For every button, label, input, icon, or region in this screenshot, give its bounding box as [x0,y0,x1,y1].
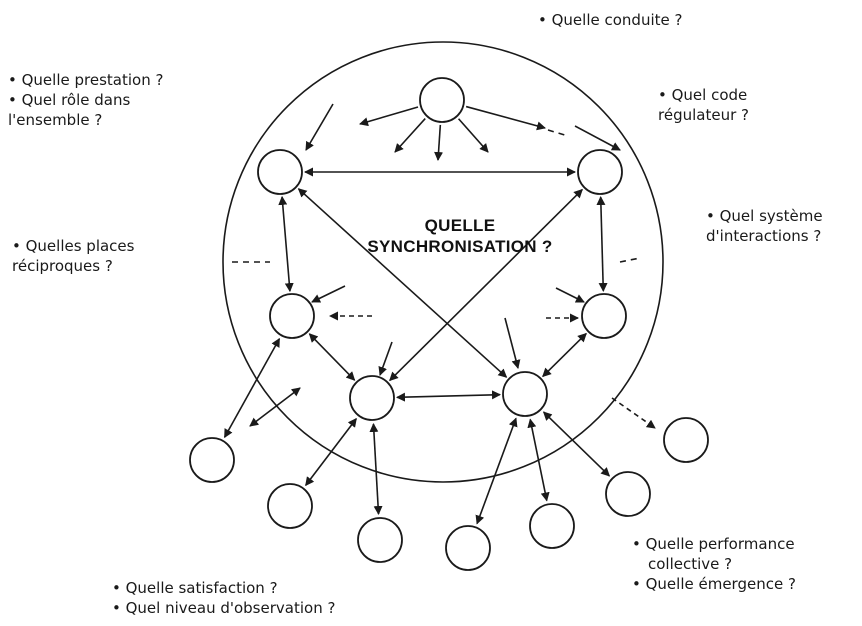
system-boundary-circle [222,41,664,483]
label-code-line-1: • Quel code [658,86,748,104]
label-places: • Quelles places réciproques ? [12,236,134,276]
node-o5 [529,503,575,549]
arrow-ll-o2 [305,417,357,487]
center-question-line-2: SYNCHRONISATION ? [367,237,553,256]
node-ll [349,375,395,421]
ray-boundary-ur [574,125,621,151]
member-nodes [189,77,709,571]
label-systeme: • Quel système d'interactions ? [706,206,823,246]
label-systeme-line-2: d'interactions ? [706,227,822,245]
label-code-line-2: régulateur ? [658,106,749,124]
ray-mr-in [555,287,585,303]
arrow-o7-in [611,397,656,429]
label-performance-line-3: • Quelle émergence ? [632,575,796,593]
label-performance-line-2: collective ? [648,555,733,573]
arrow-ur-ll [389,188,583,382]
label-prestation-line-2: • Quel rôle dans [8,91,131,109]
center-question: QUELLE SYNCHRONISATION ? [360,215,560,257]
ray-lr-in [504,317,521,369]
node-ml [269,293,315,339]
label-prestation-line-3: l'ensemble ? [8,111,103,129]
dash-systeme [619,257,641,263]
label-satisfaction-line-2: • Quel niveau d'observation ? [112,599,336,617]
arrow-mr-lr [542,332,587,378]
label-conduite-line-1: • Quelle conduite ? [538,11,683,29]
node-o3 [357,517,403,563]
node-ul [257,149,303,195]
label-satisfaction-line-1: • Quelle satisfaction ? [112,579,278,597]
center-question-line-1: QUELLE [424,216,496,235]
arrow-lr-o6 [542,411,611,477]
arrow-lr-o4 [475,417,518,525]
node-o7 [663,417,709,463]
label-prestation-line-1: • Quelle prestation ? [8,71,164,89]
label-places-line-1: • Quelles places [12,237,135,255]
label-conduite: • Quelle conduite ? [538,10,682,30]
ray-top-1 [394,118,426,153]
node-lr [502,371,548,417]
ray-ml-in [311,285,346,303]
arrow-ll-o3 [369,422,383,516]
label-performance-line-1: • Quelle performance [632,535,795,553]
ray-top-3 [457,118,489,153]
arrow-lr-o5 [527,418,550,502]
label-prestation: • Quelle prestation ? • Quel rôle dans l… [8,70,163,130]
node-o2 [267,483,313,529]
arrow-boundary-left [249,387,301,427]
dash-code [547,129,569,137]
node-ur [577,149,623,195]
arrow-ul-ml [278,195,294,293]
interaction-arrows [223,103,656,525]
arrow-ur-mr [596,195,608,293]
node-o4 [445,525,491,571]
node-top [419,77,465,123]
arrow-ll-lr [395,390,502,402]
label-places-line-2: réciproques ? [12,257,113,275]
ray-top-4 [465,105,546,131]
label-performance: • Quelle performance collective ? • Quel… [632,534,796,594]
arrow-ml-o1 [223,337,281,439]
ray-top-0 [359,106,419,127]
ray-ll-in [378,341,393,376]
label-systeme-line-1: • Quel système [706,207,823,225]
node-mr [581,293,627,339]
node-o1 [189,437,235,483]
node-o6 [605,471,651,517]
label-code: • Quel code régulateur ? [658,85,749,125]
label-satisfaction: • Quelle satisfaction ? • Quel niveau d'… [112,578,335,618]
arrow-ml-ll [308,333,356,381]
ray-top-2 [434,124,444,161]
ray-boundary-ul [305,103,334,151]
